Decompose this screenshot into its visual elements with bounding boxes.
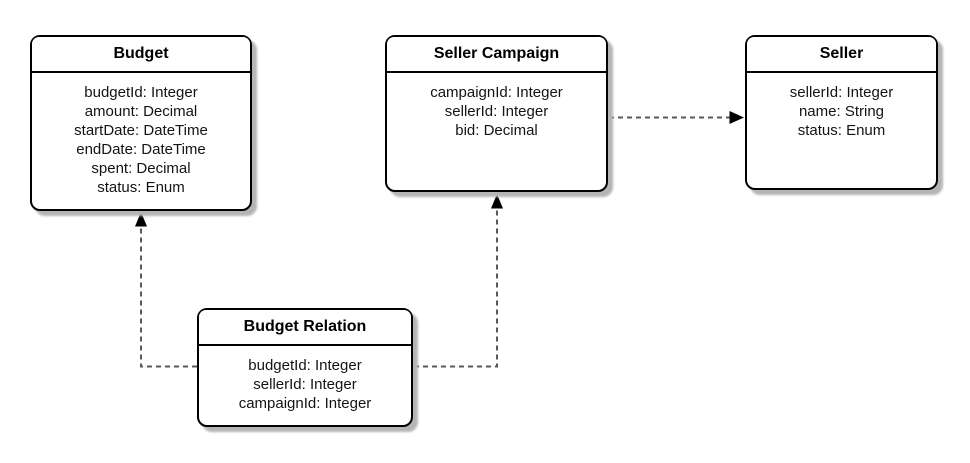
- entity-field: name: String: [798, 103, 885, 120]
- entity-seller: Seller sellerId: Integer name: String st…: [745, 35, 938, 190]
- entity-field: spent: Decimal: [91, 160, 191, 177]
- entity-field: bid: Decimal: [455, 122, 538, 139]
- entity-fields: sellerId: Integer name: String status: E…: [747, 73, 936, 140]
- entity-title: Budget Relation: [199, 310, 411, 346]
- entity-field: budgetId: Integer: [248, 357, 362, 374]
- arrowhead-to-budget-icon: [135, 212, 147, 227]
- entity-fields: budgetId: Integer amount: Decimal startD…: [32, 73, 250, 197]
- entity-field: budgetId: Integer: [84, 84, 198, 101]
- entity-field: sellerId: Integer: [789, 84, 894, 101]
- entity-fields: budgetId: Integer sellerId: Integer camp…: [199, 346, 411, 413]
- entity-field: endDate: DateTime: [76, 141, 206, 158]
- arrowhead-to-seller-icon: [729, 111, 744, 124]
- entity-field: startDate: DateTime: [74, 122, 208, 139]
- arrowhead-to-seller-campaign-icon: [491, 194, 503, 209]
- entity-seller-campaign: Seller Campaign campaignId: Integer sell…: [385, 35, 608, 192]
- entity-title: Budget: [32, 37, 250, 73]
- entity-field: campaignId: Integer: [238, 395, 372, 412]
- connector-budget-relation-to-budget: [140, 227, 197, 368]
- entity-budget-relation: Budget Relation budgetId: Integer seller…: [197, 308, 413, 427]
- connector-budget-relation-to-seller-campaign: [414, 209, 498, 368]
- entity-field: sellerId: Integer: [444, 103, 549, 120]
- entity-field: sellerId: Integer: [253, 376, 357, 393]
- entity-budget: Budget budgetId: Integer amount: Decimal…: [30, 35, 252, 211]
- entity-title: Seller Campaign: [387, 37, 606, 73]
- entity-field: status: Enum: [97, 179, 185, 196]
- entity-field: amount: Decimal: [84, 103, 198, 120]
- entity-field: campaignId: Integer: [430, 84, 563, 101]
- entity-field: status: Enum: [797, 122, 886, 139]
- entity-title: Seller: [747, 37, 936, 73]
- entity-fields: campaignId: Integer sellerId: Integer bi…: [387, 73, 606, 140]
